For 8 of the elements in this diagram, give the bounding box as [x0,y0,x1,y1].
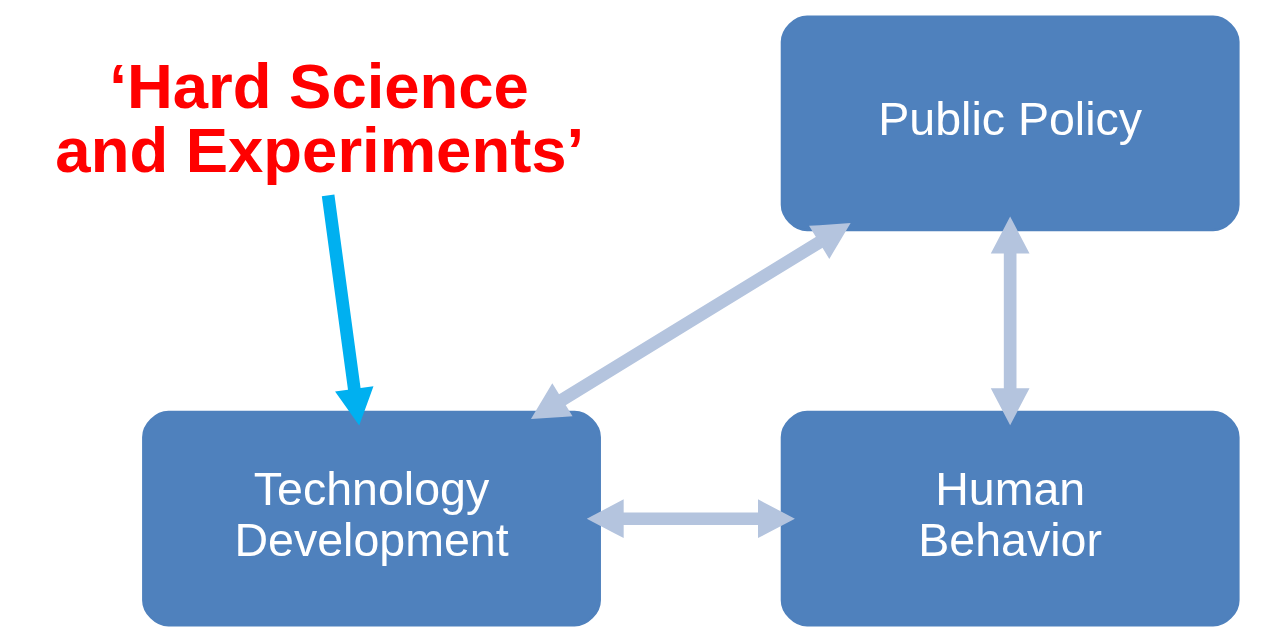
arrow [321,194,373,426]
node-box: Technology Development [141,410,601,627]
arrow [530,223,851,419]
node-box: Public Policy [780,15,1240,232]
arrow [586,499,795,539]
node-box: Human Behavior [780,410,1240,627]
arrow [990,216,1030,426]
node-text: ‘Hard Science and Experiments’ [54,51,584,185]
